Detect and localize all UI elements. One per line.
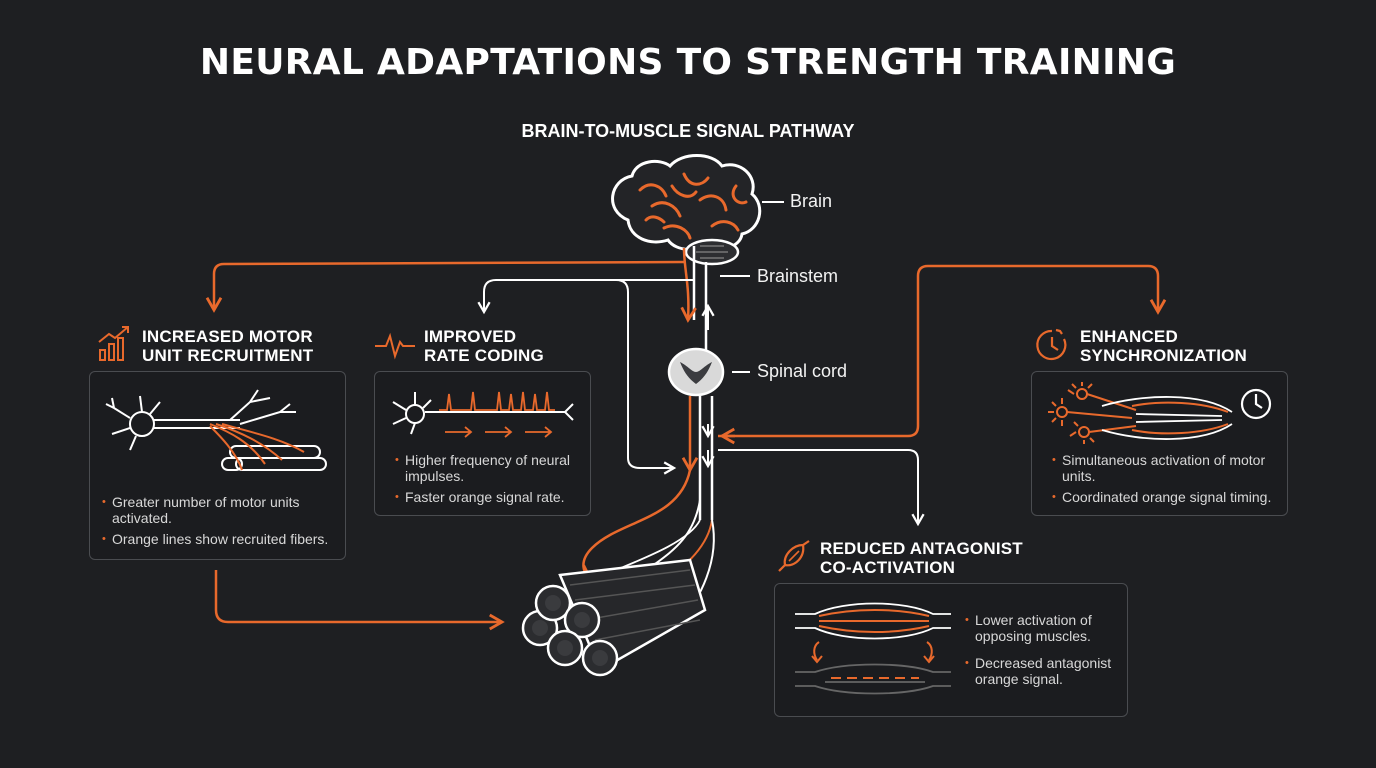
synchronization-bullets: Simultaneous activation of motor units. …: [1052, 452, 1282, 510]
list-item: Decreased antagonist orange signal.: [965, 655, 1120, 687]
brain-label: Brain: [790, 191, 833, 211]
neuron-recruitment-illustration: [105, 389, 327, 471]
page-title: NEURAL ADAPTATIONS TO STRENGTH TRAINING: [199, 42, 1177, 83]
synchronization-panel: Simultaneous activation of motor units. …: [1031, 371, 1288, 516]
brain-icon: [611, 154, 762, 266]
clock-icon: [1036, 328, 1067, 361]
synchronization-illustration: [1048, 382, 1272, 444]
list-item: Lower activation of opposing muscles.: [965, 612, 1120, 644]
antagonist-illustration: [795, 602, 951, 695]
recruitment-panel: Greater number of motor units activated.…: [89, 371, 346, 560]
antagonist-panel: Lower activation of opposing muscles. De…: [774, 583, 1128, 717]
pathway-subtitle: BRAIN-TO-MUSCLE SIGNAL PATHWAY: [521, 121, 855, 141]
synchronization-heading: ENHANCED SYNCHRONIZATION: [1080, 327, 1248, 365]
rate-coding-heading: IMPROVED RATE CODING: [424, 327, 544, 365]
spinal-cord-label: Spinal cord: [757, 361, 848, 381]
spinal-cord-icon: [667, 347, 725, 397]
antagonist-bullets: Lower activation of opposing muscles. De…: [965, 612, 1120, 692]
rate-coding-illustration: [392, 391, 574, 438]
recruitment-heading: INCREASED MOTOR UNIT RECRUITMENT: [142, 327, 314, 365]
list-item: Coordinated orange signal timing.: [1052, 489, 1282, 505]
brainstem-label: Brainstem: [757, 266, 839, 286]
list-item: Orange lines show recruited fibers.: [102, 531, 337, 547]
rate-coding-panel: Higher frequency of neural impulses. Fas…: [374, 371, 591, 516]
list-item: Simultaneous activation of motor units.: [1052, 452, 1282, 484]
list-item: Faster orange signal rate.: [395, 489, 585, 505]
list-item: Greater number of motor units activated.: [102, 494, 337, 526]
muscle-icon: [778, 540, 810, 572]
rate-coding-bullets: Higher frequency of neural impulses. Fas…: [395, 452, 585, 510]
bar-chart-trend-icon: [98, 326, 129, 361]
recruitment-bullets: Greater number of motor units activated.…: [102, 494, 337, 552]
pulse-wave-icon: [375, 332, 415, 360]
muscle-fiber-bundle: [521, 558, 707, 677]
antagonist-heading: REDUCED ANTAGONIST CO-ACTIVATION: [820, 539, 1023, 577]
list-item: Higher frequency of neural impulses.: [395, 452, 585, 484]
